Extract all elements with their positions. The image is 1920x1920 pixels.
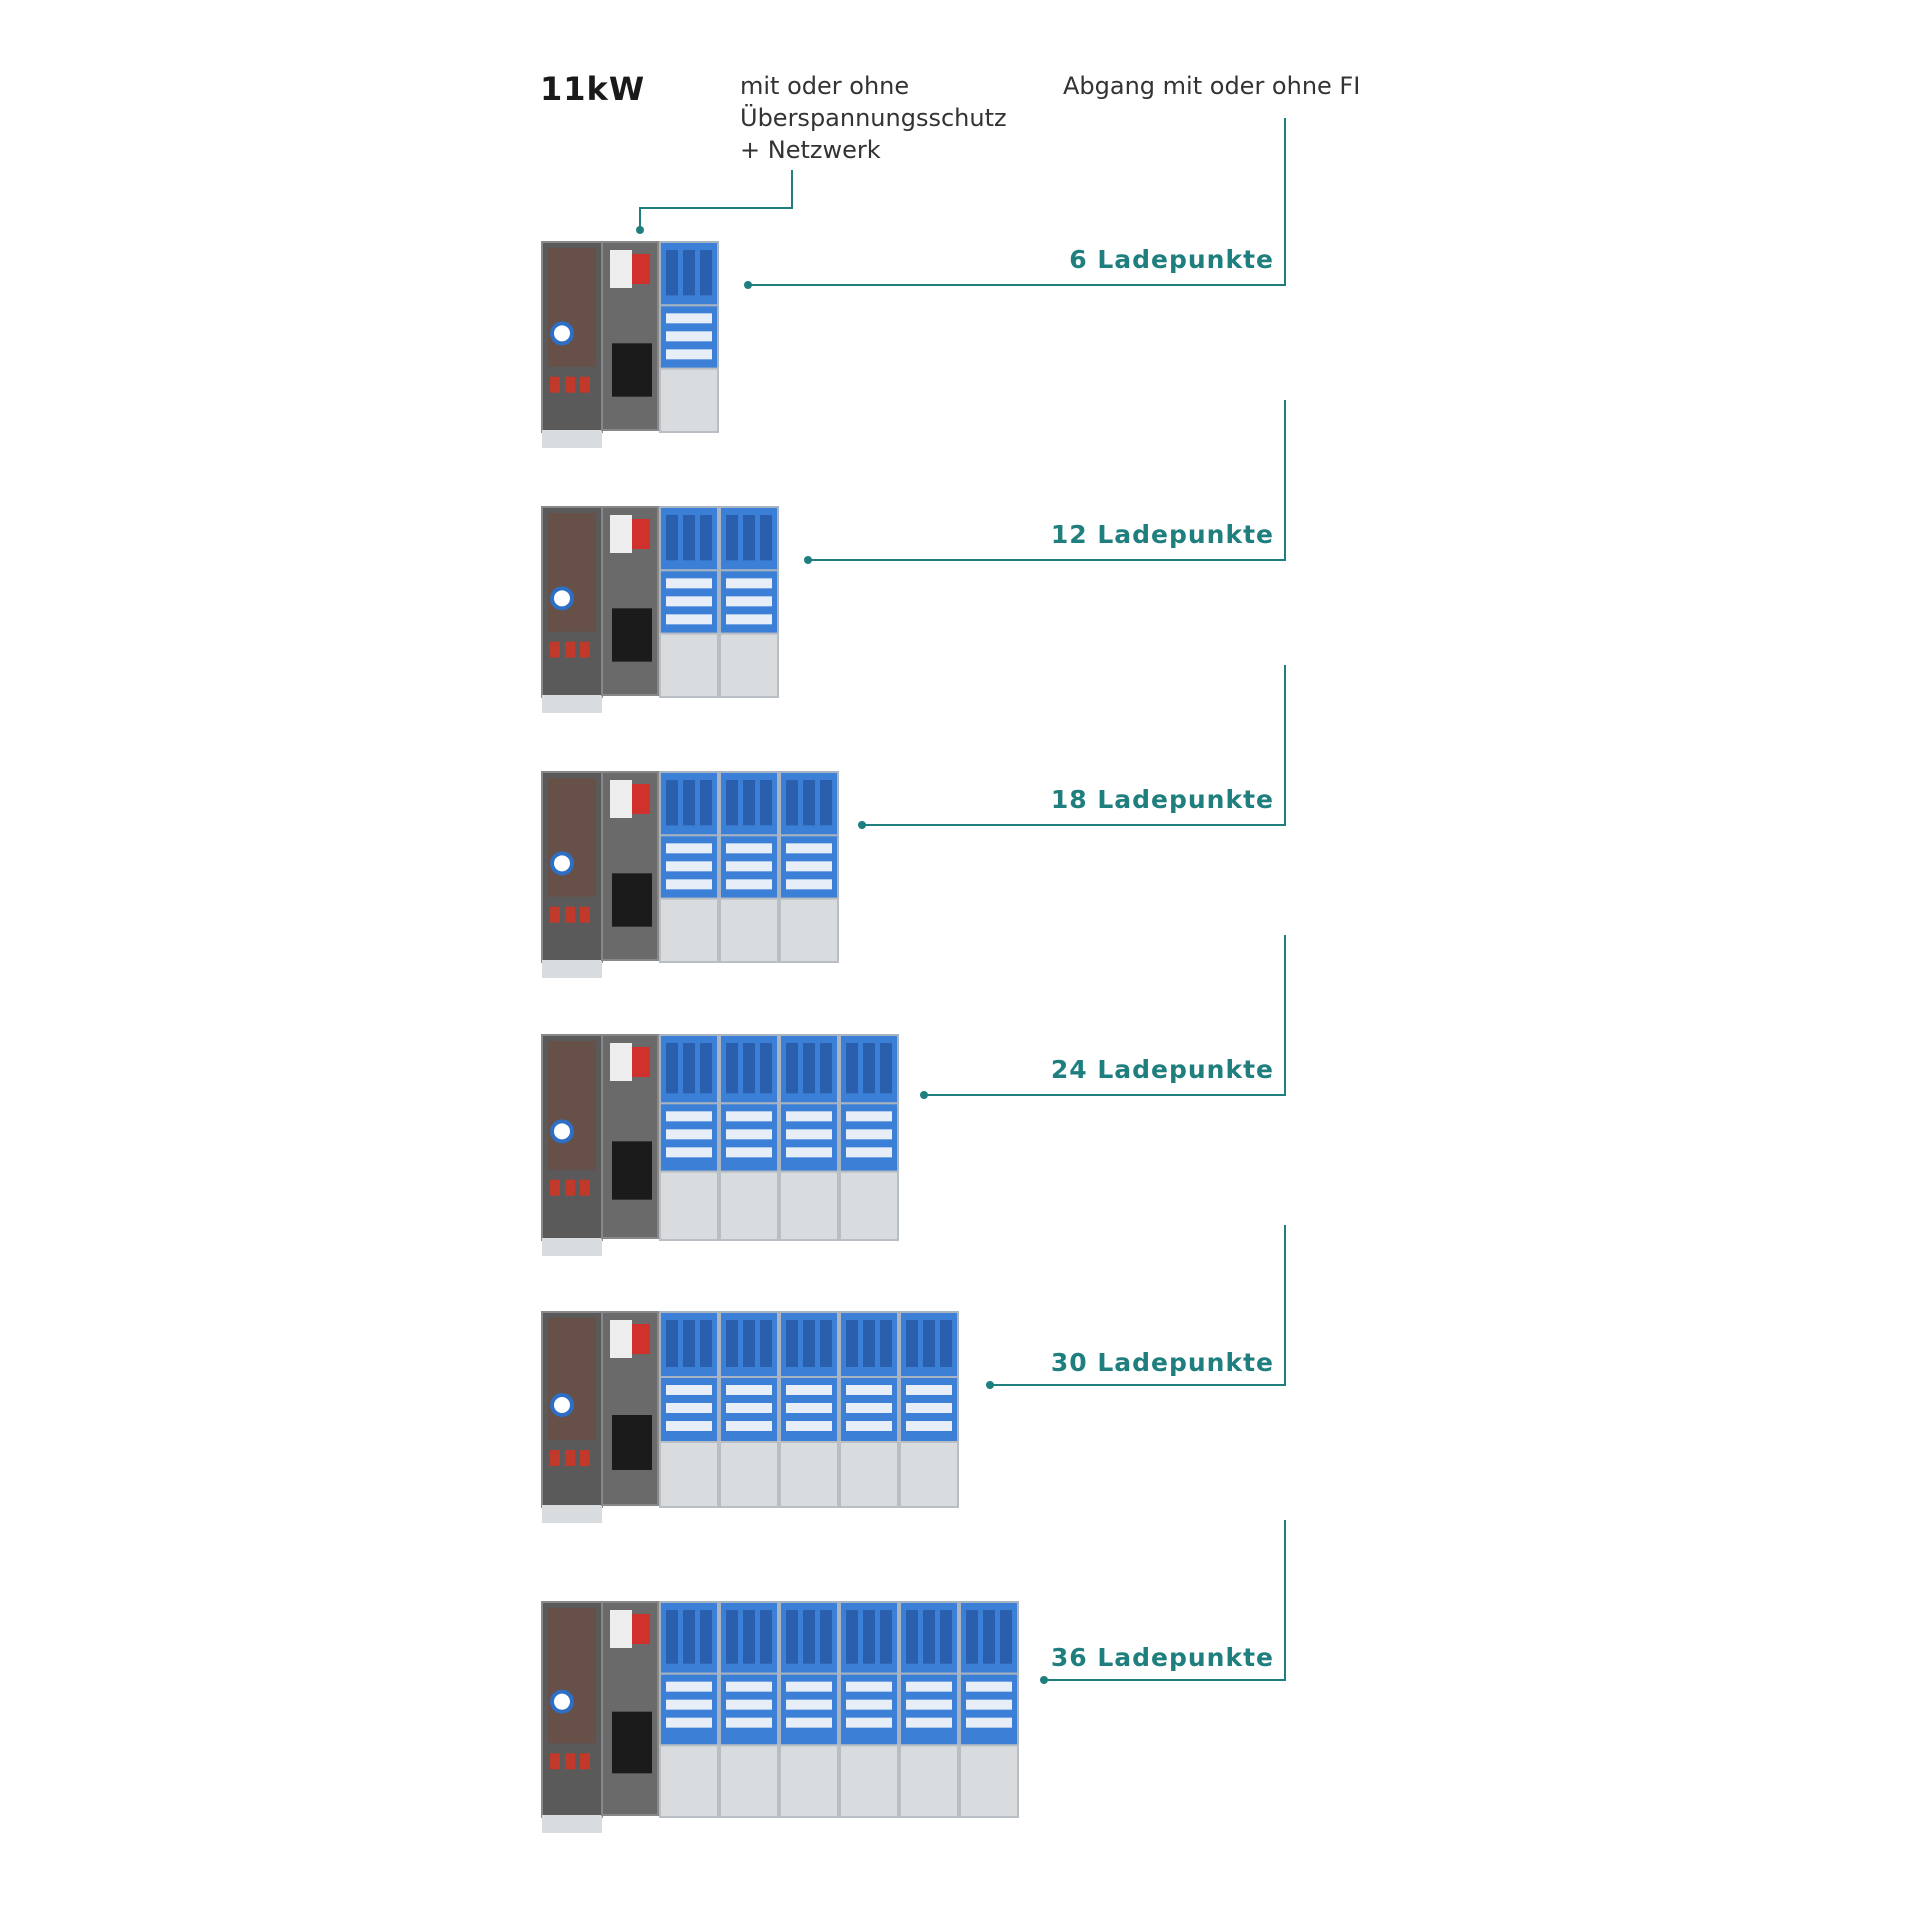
connector-dot bbox=[804, 556, 812, 564]
distribution-panel-12 bbox=[541, 506, 779, 713]
main-switch-icon bbox=[550, 1119, 574, 1144]
incoming-supply-cabinet bbox=[541, 1311, 603, 1523]
charging-module-1 bbox=[659, 506, 719, 699]
fi-bracket-1 bbox=[744, 118, 1286, 289]
incoming-supply-cabinet bbox=[541, 241, 603, 448]
charging-module-1 bbox=[659, 1601, 719, 1818]
main-switch-icon bbox=[550, 1689, 574, 1714]
main-switch-icon bbox=[550, 586, 574, 611]
outlet-fi-label: Abgang mit oder ohne FI bbox=[1063, 72, 1361, 100]
distribution-panel-6 bbox=[541, 241, 719, 448]
surge-line-1: mit oder ohne bbox=[740, 72, 910, 100]
fi-brackets bbox=[744, 118, 1286, 1684]
row-label-6: 6 Ladepunkte bbox=[1069, 245, 1274, 274]
distribution-panel-18 bbox=[541, 771, 839, 978]
surge-line-2: Überspannungsschutz bbox=[740, 104, 1007, 132]
charging-module-2 bbox=[719, 1601, 779, 1818]
row-label-24: 24 Ladepunkte bbox=[1050, 1055, 1274, 1084]
surge-connector bbox=[636, 170, 793, 234]
connector-dot bbox=[744, 281, 752, 289]
incoming-supply-cabinet bbox=[541, 1601, 603, 1833]
fi-bracket-4 bbox=[920, 935, 1286, 1099]
charging-module-1 bbox=[659, 771, 719, 964]
surge-protection-cabinet bbox=[601, 771, 659, 961]
charging-module-5 bbox=[899, 1311, 959, 1508]
main-switch-icon bbox=[550, 1393, 574, 1417]
surge-protection-cabinet bbox=[601, 506, 659, 696]
charging-module-1 bbox=[659, 1034, 719, 1242]
row-label-12: 12 Ladepunkte bbox=[1050, 520, 1274, 549]
power-title: 11kW bbox=[540, 70, 646, 108]
charging-module-3 bbox=[779, 1034, 839, 1242]
connector-dot bbox=[986, 1381, 994, 1389]
incoming-supply-cabinet bbox=[541, 771, 603, 978]
distribution-panel-36 bbox=[541, 1601, 1019, 1833]
surge-protection-cabinet bbox=[601, 1311, 659, 1506]
surge-protection-cabinet bbox=[601, 1601, 659, 1816]
incoming-supply-cabinet bbox=[541, 506, 603, 713]
charging-module-4 bbox=[839, 1034, 899, 1242]
charging-module-5 bbox=[899, 1601, 959, 1818]
fi-bracket-2 bbox=[804, 400, 1286, 564]
surge-protection-cabinet bbox=[601, 241, 659, 431]
charging-module-6 bbox=[959, 1601, 1019, 1818]
main-switch-icon bbox=[550, 321, 574, 346]
connector-dot bbox=[1040, 1676, 1048, 1684]
row-label-30: 30 Ladepunkte bbox=[1050, 1348, 1274, 1377]
incoming-supply-cabinet bbox=[541, 1034, 603, 1256]
distribution-panel-24 bbox=[541, 1034, 899, 1256]
distribution-panel-30 bbox=[541, 1311, 959, 1523]
charging-module-2 bbox=[719, 771, 779, 964]
charging-module-3 bbox=[779, 771, 839, 964]
surge-protection-cabinet bbox=[601, 1034, 659, 1239]
row-label-18: 18 Ladepunkte bbox=[1050, 785, 1274, 814]
main-switch-icon bbox=[550, 851, 574, 876]
fi-bracket-6 bbox=[1040, 1520, 1286, 1684]
fi-bracket-3 bbox=[858, 665, 1286, 829]
charging-module-2 bbox=[719, 1034, 779, 1242]
connector-dot bbox=[920, 1091, 928, 1099]
surge-line-3: + Netzwerk bbox=[740, 136, 881, 164]
charging-module-1 bbox=[659, 1311, 719, 1508]
connector-dot bbox=[858, 821, 866, 829]
row-label-36: 36 Ladepunkte bbox=[1050, 1643, 1274, 1672]
charging-module-2 bbox=[719, 1311, 779, 1508]
charging-module-3 bbox=[779, 1601, 839, 1818]
charging-module-4 bbox=[839, 1311, 899, 1508]
charging-module-2 bbox=[719, 506, 779, 699]
charging-module-4 bbox=[839, 1601, 899, 1818]
charging-module-3 bbox=[779, 1311, 839, 1508]
fi-bracket-5 bbox=[986, 1225, 1286, 1389]
surge-protection-label: mit oder ohne Überspannungsschutz + Netz… bbox=[740, 70, 1007, 166]
charging-module-1 bbox=[659, 241, 719, 434]
